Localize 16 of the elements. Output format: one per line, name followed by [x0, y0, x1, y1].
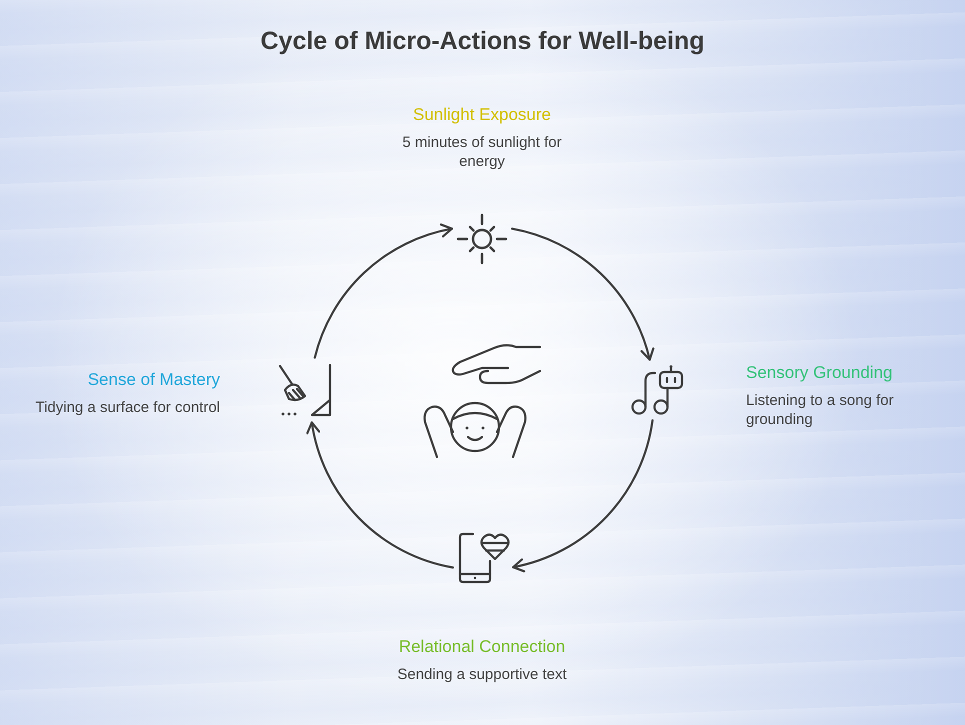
diagram-title: Cycle of Micro-Actions for Well-being: [259, 26, 706, 57]
sun-icon: [456, 213, 508, 265]
broom-icon: [277, 362, 333, 418]
step-description: Tidying a surface for control: [35, 398, 220, 417]
step-heading: Sunlight Exposure: [412, 104, 552, 126]
step-heading: Sense of Mastery: [86, 369, 220, 391]
step-heading: Relational Connection: [398, 636, 566, 658]
phone-heart-icon: [457, 531, 509, 584]
step-heading: Sensory Grounding: [746, 362, 894, 384]
cycle-arrow: [314, 224, 453, 359]
step-description: 5 minutes of sunlight for energy: [401, 133, 563, 171]
step-description: Listening to a song for grounding: [746, 391, 895, 429]
step-description: Sending a supportive text: [397, 665, 567, 684]
cycle-arrow: [511, 228, 654, 361]
cycle-arrow: [306, 421, 454, 569]
cycle-arrow: [512, 419, 654, 572]
